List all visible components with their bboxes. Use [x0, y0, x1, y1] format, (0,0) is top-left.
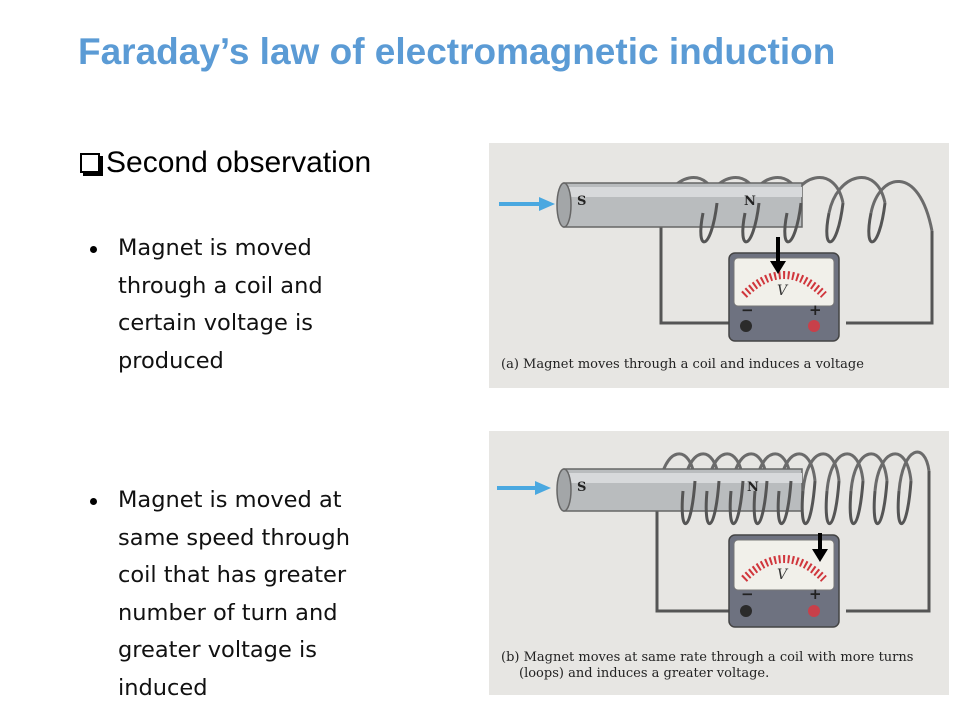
minus-sign: −: [741, 301, 754, 319]
terminal-negative: [740, 320, 752, 332]
slide-title: Faraday’s law of electromagnetic inducti…: [78, 31, 836, 72]
voltmeter-symbol: V: [777, 567, 788, 583]
figure-b-drawing: [497, 450, 931, 628]
magnet-south-label: S: [577, 194, 587, 209]
plus-sign: +: [809, 585, 822, 603]
checkbox-bullet-icon: [80, 153, 100, 173]
wire-left: [655, 491, 734, 613]
figure-b-caption-line1: (b) Magnet moves at same rate through a …: [501, 650, 914, 665]
section-heading-text: Second observation: [106, 146, 372, 179]
coil-front-strands: [699, 202, 887, 244]
motion-arrow-head: [535, 481, 551, 495]
wire-left: [659, 213, 734, 325]
wire-right: [846, 231, 934, 325]
magnet-north-label: N: [744, 194, 756, 209]
figure-b-caption: (b) Magnet moves at same rate through a …: [501, 650, 913, 682]
voltmeter-face: [733, 257, 835, 307]
bullet-item: Magnet is moved through a coil and certa…: [90, 230, 390, 380]
figure-b-caption-line2: (loops) and induces a greater voltage.: [519, 666, 770, 681]
terminal-positive: [808, 320, 820, 332]
wire-right: [846, 471, 931, 613]
bullet-dot-icon: [90, 498, 97, 505]
needle-arrow-head: [770, 261, 786, 274]
figure-a-drawing: [499, 176, 934, 342]
minus-sign: −: [741, 585, 754, 603]
bar-magnet-highlight: [564, 187, 802, 197]
magnet-north-label: N: [747, 480, 759, 495]
figure-a-coil-fewer-turns: S N V − + (a) Magnet moves through a coi…: [489, 143, 949, 388]
terminal-negative: [740, 605, 752, 617]
terminal-positive: [808, 605, 820, 617]
bar-magnet-end: [556, 468, 572, 512]
bar-magnet-end: [556, 182, 572, 228]
section-heading: Second observation: [80, 146, 371, 180]
voltmeter-face: [733, 539, 835, 591]
voltmeter-symbol: V: [777, 283, 788, 299]
bullet-text: Magnet is moved at same speed through co…: [118, 487, 350, 701]
voltmeter-scale: [741, 555, 827, 582]
voltmeter-scale: [741, 271, 827, 298]
bar-magnet-highlight: [564, 473, 802, 483]
coil-front-strands: [680, 480, 913, 526]
plus-sign: +: [809, 301, 822, 319]
bullet-text: Magnet is moved through a coil and certa…: [118, 235, 323, 374]
needle-arrow-head: [812, 549, 828, 562]
motion-arrow-head: [539, 197, 555, 211]
figure-a-caption: (a) Magnet moves through a coil and indu…: [501, 357, 864, 372]
bullet-dot-icon: [90, 246, 97, 253]
bullet-item: Magnet is moved at same speed through co…: [90, 482, 390, 707]
magnet-south-label: S: [577, 480, 587, 495]
figure-b-coil-more-turns: S N V − + (b) Magnet moves at same rate …: [489, 431, 949, 695]
